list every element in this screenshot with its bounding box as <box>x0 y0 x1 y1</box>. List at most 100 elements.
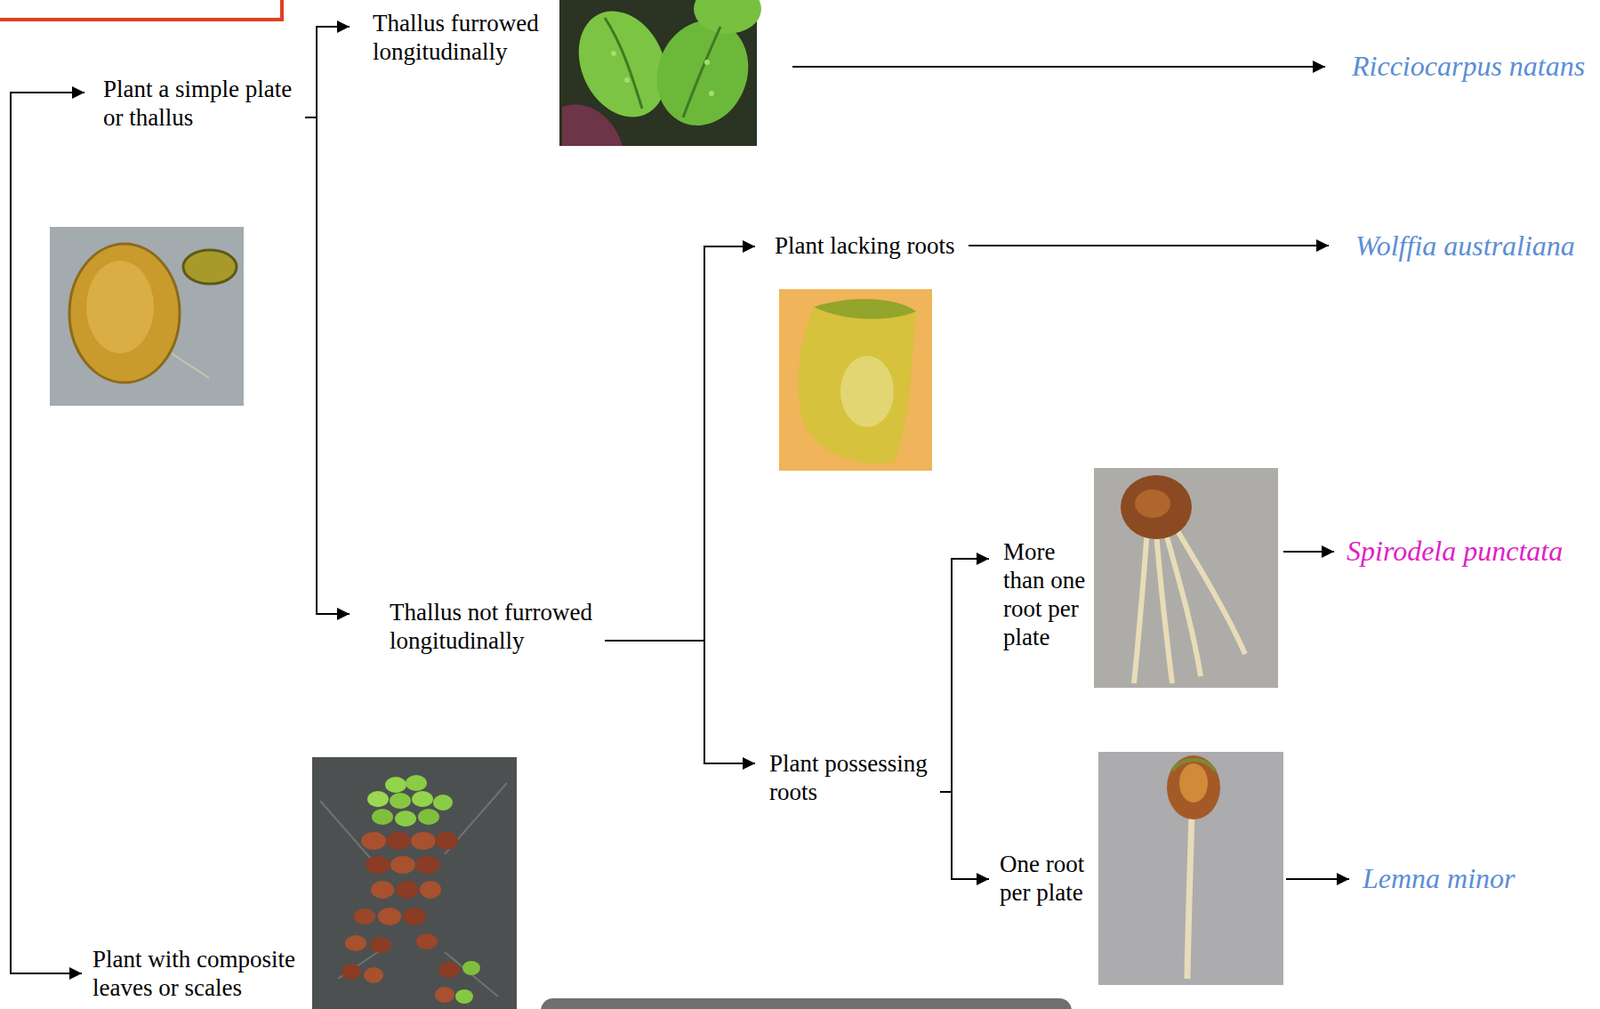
key-arrow <box>1283 550 1335 553</box>
key-arrow <box>1286 877 1350 880</box>
photo-ground <box>312 756 517 1009</box>
texture-dot <box>611 50 617 57</box>
key-couplet: Plant with composite leaves or scales <box>86 944 308 1002</box>
key-couplet: Thallus not furrowed longitudinally <box>349 597 605 655</box>
red-frond <box>385 831 411 850</box>
species-label: Spirodela punctata <box>1334 534 1566 568</box>
root <box>1165 530 1201 676</box>
species-label: Lemna minor <box>1349 861 1518 895</box>
frond-center <box>1134 489 1171 518</box>
ricciocarpus-photo <box>559 0 764 146</box>
couplet-text: Plant possessing roots <box>769 748 939 806</box>
red-frond <box>438 961 460 978</box>
couplet-text: Plant with composite leaves or scales <box>92 944 306 1002</box>
root-bracket <box>10 91 85 94</box>
key-arrow <box>940 558 989 792</box>
couplet-text: Thallus not furrowed longitudinally <box>389 597 604 655</box>
red-frond <box>410 831 436 850</box>
green-frond <box>389 792 411 809</box>
red-frond <box>377 907 402 925</box>
photo-ground <box>49 226 244 406</box>
frond-spot <box>840 355 894 427</box>
key-couplet: Thallus furrowed longitudinally <box>349 8 793 81</box>
red-frond <box>419 880 442 899</box>
frond-photo <box>49 226 244 406</box>
key-couplet: More than one root per plate <box>988 537 1284 652</box>
key-arrow <box>792 65 1326 68</box>
red-frond <box>402 907 427 925</box>
red-frond <box>370 880 394 899</box>
lobe-furrow <box>604 17 643 109</box>
key-couplet: One root per plate <box>988 849 1287 907</box>
root <box>1173 524 1246 654</box>
green-frond <box>462 960 481 975</box>
species-name: Spirodela punctata <box>1346 534 1563 568</box>
key-arrow <box>604 246 756 641</box>
frond <box>69 243 180 383</box>
red-frond <box>369 936 392 953</box>
green-frond <box>371 808 394 825</box>
frond <box>798 298 917 464</box>
key-arrow <box>940 791 989 879</box>
header-box <box>0 0 282 20</box>
green-frond <box>418 808 440 825</box>
key-arrow <box>604 640 756 764</box>
species-name: Wolffia australiana <box>1355 229 1576 263</box>
couplet-text: More than one root per plate <box>1003 537 1093 652</box>
couplet-text: Thallus furrowed longitudinally <box>372 8 551 66</box>
green-frond <box>394 810 417 827</box>
species-name: Ricciocarpus natans <box>1351 49 1585 83</box>
key-couplet: Plant lacking roots <box>755 231 969 260</box>
couplet-text: One root per plate <box>999 849 1089 907</box>
wolffia-photo <box>779 289 933 471</box>
frond <box>1120 474 1192 539</box>
key-arrow <box>968 244 1329 247</box>
spirodela-photo <box>1093 467 1279 688</box>
red-frond <box>341 963 362 980</box>
red-frond <box>416 932 438 949</box>
daughter-frond <box>183 249 237 284</box>
species-label: Ricciocarpus natans <box>1325 49 1588 83</box>
key-arrow <box>305 117 350 614</box>
root <box>1133 529 1148 684</box>
frond-top <box>813 298 917 320</box>
red-frond <box>365 855 391 874</box>
couplet-text: Plant a simple plate or thallus <box>103 74 304 132</box>
green-frond <box>367 790 389 807</box>
frond <box>1166 755 1221 820</box>
azolla-photo <box>312 756 517 1009</box>
texture-dot <box>624 77 630 83</box>
texture-dot <box>708 90 715 97</box>
red-frond <box>353 908 376 925</box>
species-label: Wolffia australiana <box>1328 229 1577 263</box>
texture-dot <box>704 59 710 65</box>
photo-ground <box>1093 467 1279 688</box>
green-frond <box>455 988 474 1004</box>
red-frond <box>415 855 441 874</box>
green-frond <box>385 776 407 793</box>
couplet-text: Plant lacking roots <box>774 231 966 260</box>
species-name: Lemna minor <box>1362 861 1516 895</box>
thallus-lobe <box>693 0 762 34</box>
frond-center <box>1179 763 1208 803</box>
red-frond <box>390 855 416 874</box>
key-arrow <box>305 26 350 118</box>
lobe-furrow <box>683 26 721 118</box>
red-frond <box>345 934 367 951</box>
lemna-photo <box>1098 751 1284 985</box>
photo-ground <box>779 289 933 471</box>
root <box>1187 813 1192 979</box>
red-frond <box>395 880 419 899</box>
red-frond <box>434 831 459 850</box>
frond-edge <box>1172 759 1215 771</box>
photo-ground <box>1098 751 1284 985</box>
root-bracket <box>10 91 82 973</box>
bottom-bar <box>540 997 1072 1009</box>
red-frond <box>434 986 455 1003</box>
key-couplet: Plant possessing roots <box>755 748 941 806</box>
green-frond <box>433 794 453 811</box>
red-frond <box>361 831 386 850</box>
